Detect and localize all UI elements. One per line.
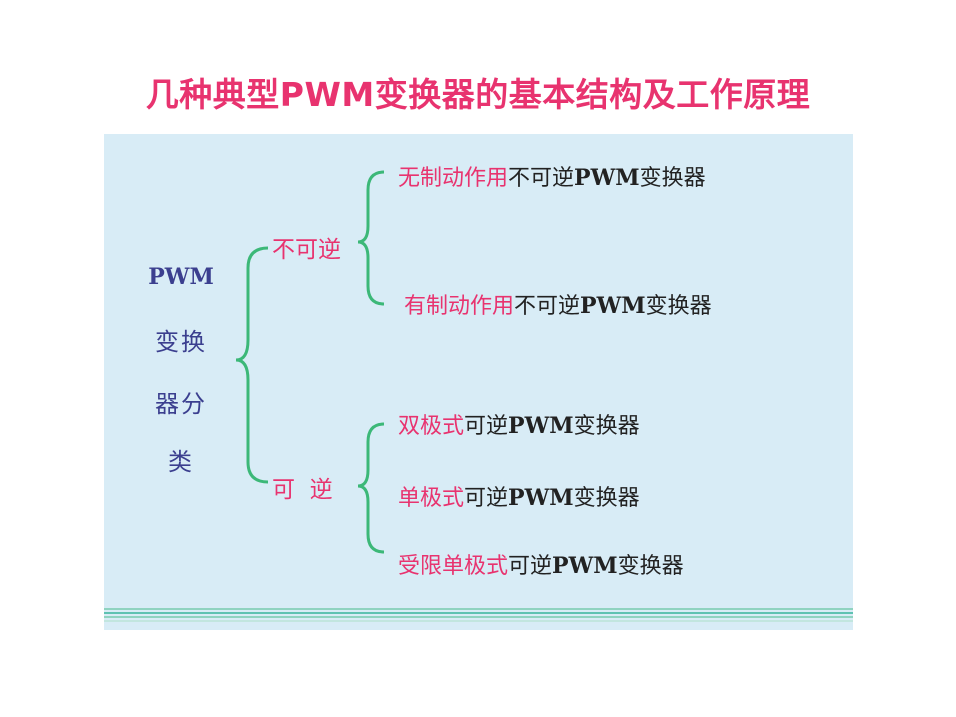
leaf-unipolar: 单极式可逆PWM变换器: [398, 480, 640, 512]
content-panel: [104, 134, 853, 630]
leaf-converter: 变换器: [645, 294, 712, 319]
root-label-line4: 类: [168, 448, 194, 476]
slide-title: 几种典型PWM变换器的基本结构及工作原理: [145, 75, 811, 114]
leaf-type: 可逆: [464, 414, 509, 439]
root-label-pwm: PWM: [148, 264, 214, 290]
leaf-converter: 变换器: [617, 554, 684, 579]
leaf-pwm: PWM: [574, 165, 640, 191]
leaf-qualifier: 双极式: [398, 414, 465, 439]
leaf-type: 可逆: [464, 486, 509, 511]
panel-bottom-stripes: [104, 608, 853, 628]
leaf-type: 不可逆: [514, 294, 581, 319]
leaf-type: 不可逆: [508, 166, 575, 191]
leaf-no-braking: 无制动作用不可逆PWM变换器: [398, 160, 706, 192]
leaf-qualifier: 无制动作用: [398, 166, 509, 191]
leaf-with-braking: 有制动作用不可逆PWM变换器: [404, 288, 712, 320]
reversible-brace: [357, 422, 385, 554]
leaf-pwm: PWM: [552, 553, 618, 579]
branch-reversible: 可 逆: [272, 477, 333, 503]
leaf-pwm: PWM: [508, 413, 574, 439]
leaf-type: 可逆: [508, 554, 553, 579]
leaf-qualifier: 有制动作用: [404, 294, 515, 319]
leaf-bipolar: 双极式可逆PWM变换器: [398, 408, 640, 440]
leaf-pwm: PWM: [508, 485, 574, 511]
irreversible-brace: [357, 170, 385, 306]
branch-irreversible: 不可逆: [272, 237, 341, 263]
leaf-qualifier: 受限单极式: [398, 554, 509, 579]
root-label-line2: 变换: [155, 328, 207, 356]
root-label-line3: 器分: [155, 390, 207, 418]
leaf-pwm: PWM: [580, 293, 646, 319]
leaf-limited-unipolar: 受限单极式可逆PWM变换器: [398, 548, 684, 580]
leaf-converter: 变换器: [573, 486, 640, 511]
leaf-qualifier: 单极式: [398, 486, 465, 511]
leaf-converter: 变换器: [639, 166, 706, 191]
root-brace: [235, 246, 269, 484]
leaf-converter: 变换器: [573, 414, 640, 439]
